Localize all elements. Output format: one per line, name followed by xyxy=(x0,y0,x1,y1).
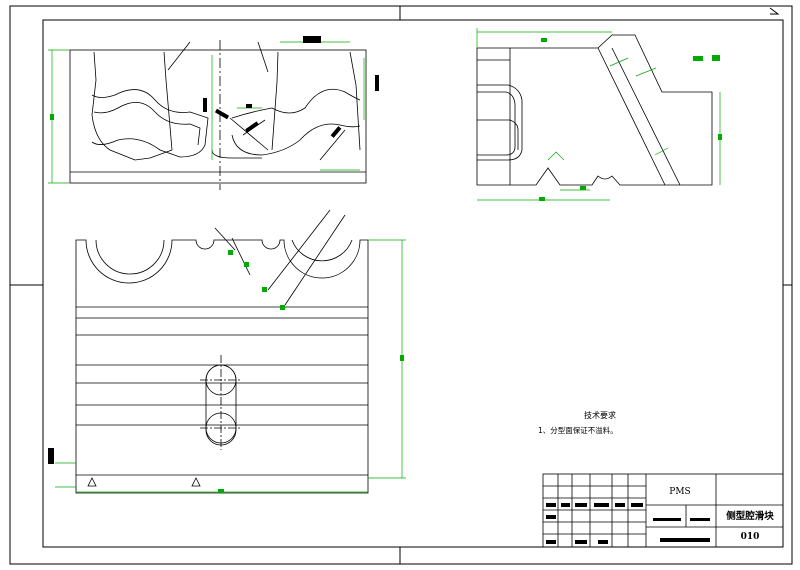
side-view-dimensions xyxy=(476,28,721,201)
drawing-number: 010 xyxy=(740,532,760,542)
side-view xyxy=(476,34,713,186)
front-view-dim-labels xyxy=(50,36,379,138)
title-block xyxy=(542,473,784,548)
notes-line-1: 1、分型面保证不溢料。 xyxy=(538,426,618,435)
side-view-dim-labels xyxy=(539,38,722,201)
company-name: PMS xyxy=(669,487,691,497)
sheet-border xyxy=(9,5,793,565)
front-view xyxy=(69,40,367,190)
notes-title: 技术要求 xyxy=(584,411,616,420)
plan-view-dim-labels xyxy=(48,250,404,493)
plan-view xyxy=(75,209,369,494)
part-name: 侧型腔滑块 xyxy=(726,511,774,522)
title-block-fills xyxy=(546,503,710,544)
